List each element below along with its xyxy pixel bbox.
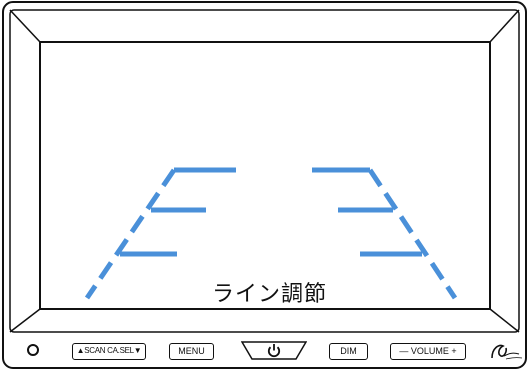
power-icon <box>267 344 281 358</box>
screen <box>39 41 491 310</box>
menu-button[interactable]: MENU <box>169 343 214 360</box>
power-button[interactable] <box>241 341 307 360</box>
guide-line-left[interactable] <box>84 168 177 300</box>
brand-logo-icon <box>489 338 525 366</box>
dim-button[interactable]: DIM <box>329 343 368 360</box>
corner-line-tl <box>9 9 41 43</box>
corner-line-br <box>489 308 520 333</box>
circle-knob-icon[interactable] <box>27 344 39 356</box>
scan-button[interactable]: ▲SCAN CA.SEL▼ <box>72 343 146 360</box>
corner-line-bl <box>9 308 41 333</box>
corner-line-tr <box>489 9 520 43</box>
guide-line-right[interactable] <box>367 168 458 300</box>
volume-button[interactable]: — VOLUME + <box>390 343 466 360</box>
screen-caption: ライン調節 <box>212 282 328 307</box>
